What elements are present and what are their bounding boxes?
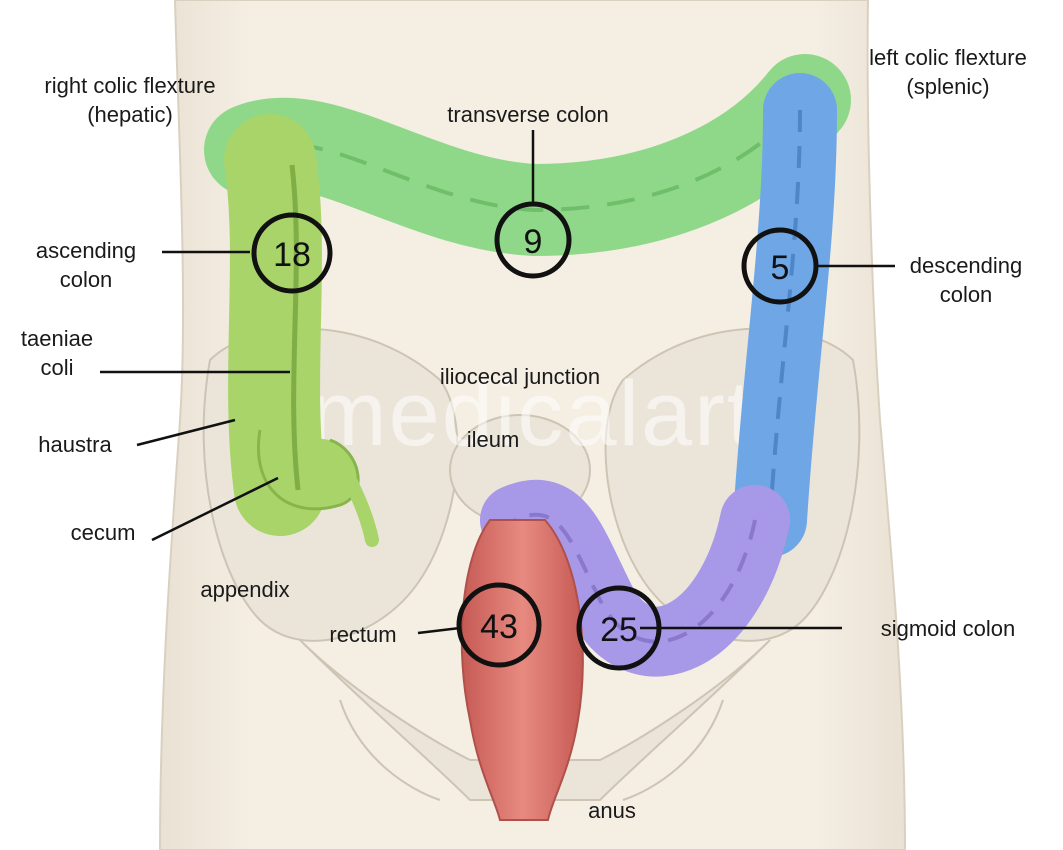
label-right-flexture-1: right colic flexture [44,73,215,98]
svg-text:25: 25 [600,611,638,649]
label-right-flexture-2: (hepatic) [87,102,173,127]
label-appendix: appendix [200,577,289,602]
svg-text:18: 18 [273,236,311,274]
label-taeniae-2: coli [40,355,73,380]
label-anus: anus [588,798,636,823]
label-descending-1: descending [910,253,1023,278]
label-transverse-colon: transverse colon [447,102,608,127]
label-iliocecal-junction: iliocecal junction [440,364,600,389]
label-ascending-1: ascending [36,238,136,263]
label-rectum: rectum [329,622,396,647]
label-left-flexture-1: left colic flexture [869,45,1027,70]
svg-text:9: 9 [524,223,543,261]
label-haustra: haustra [38,432,112,457]
label-ascending-2: colon [60,267,113,292]
descending-colon-segment [770,110,800,520]
label-sigmoid-colon: sigmoid colon [881,616,1016,641]
label-ileum: ileum [467,427,520,452]
svg-text:43: 43 [480,608,518,646]
label-descending-2: colon [940,282,993,307]
label-taeniae-1: taeniae [21,326,93,351]
label-left-flexture-2: (splenic) [906,74,989,99]
svg-text:5: 5 [771,249,790,287]
label-cecum: cecum [71,520,136,545]
